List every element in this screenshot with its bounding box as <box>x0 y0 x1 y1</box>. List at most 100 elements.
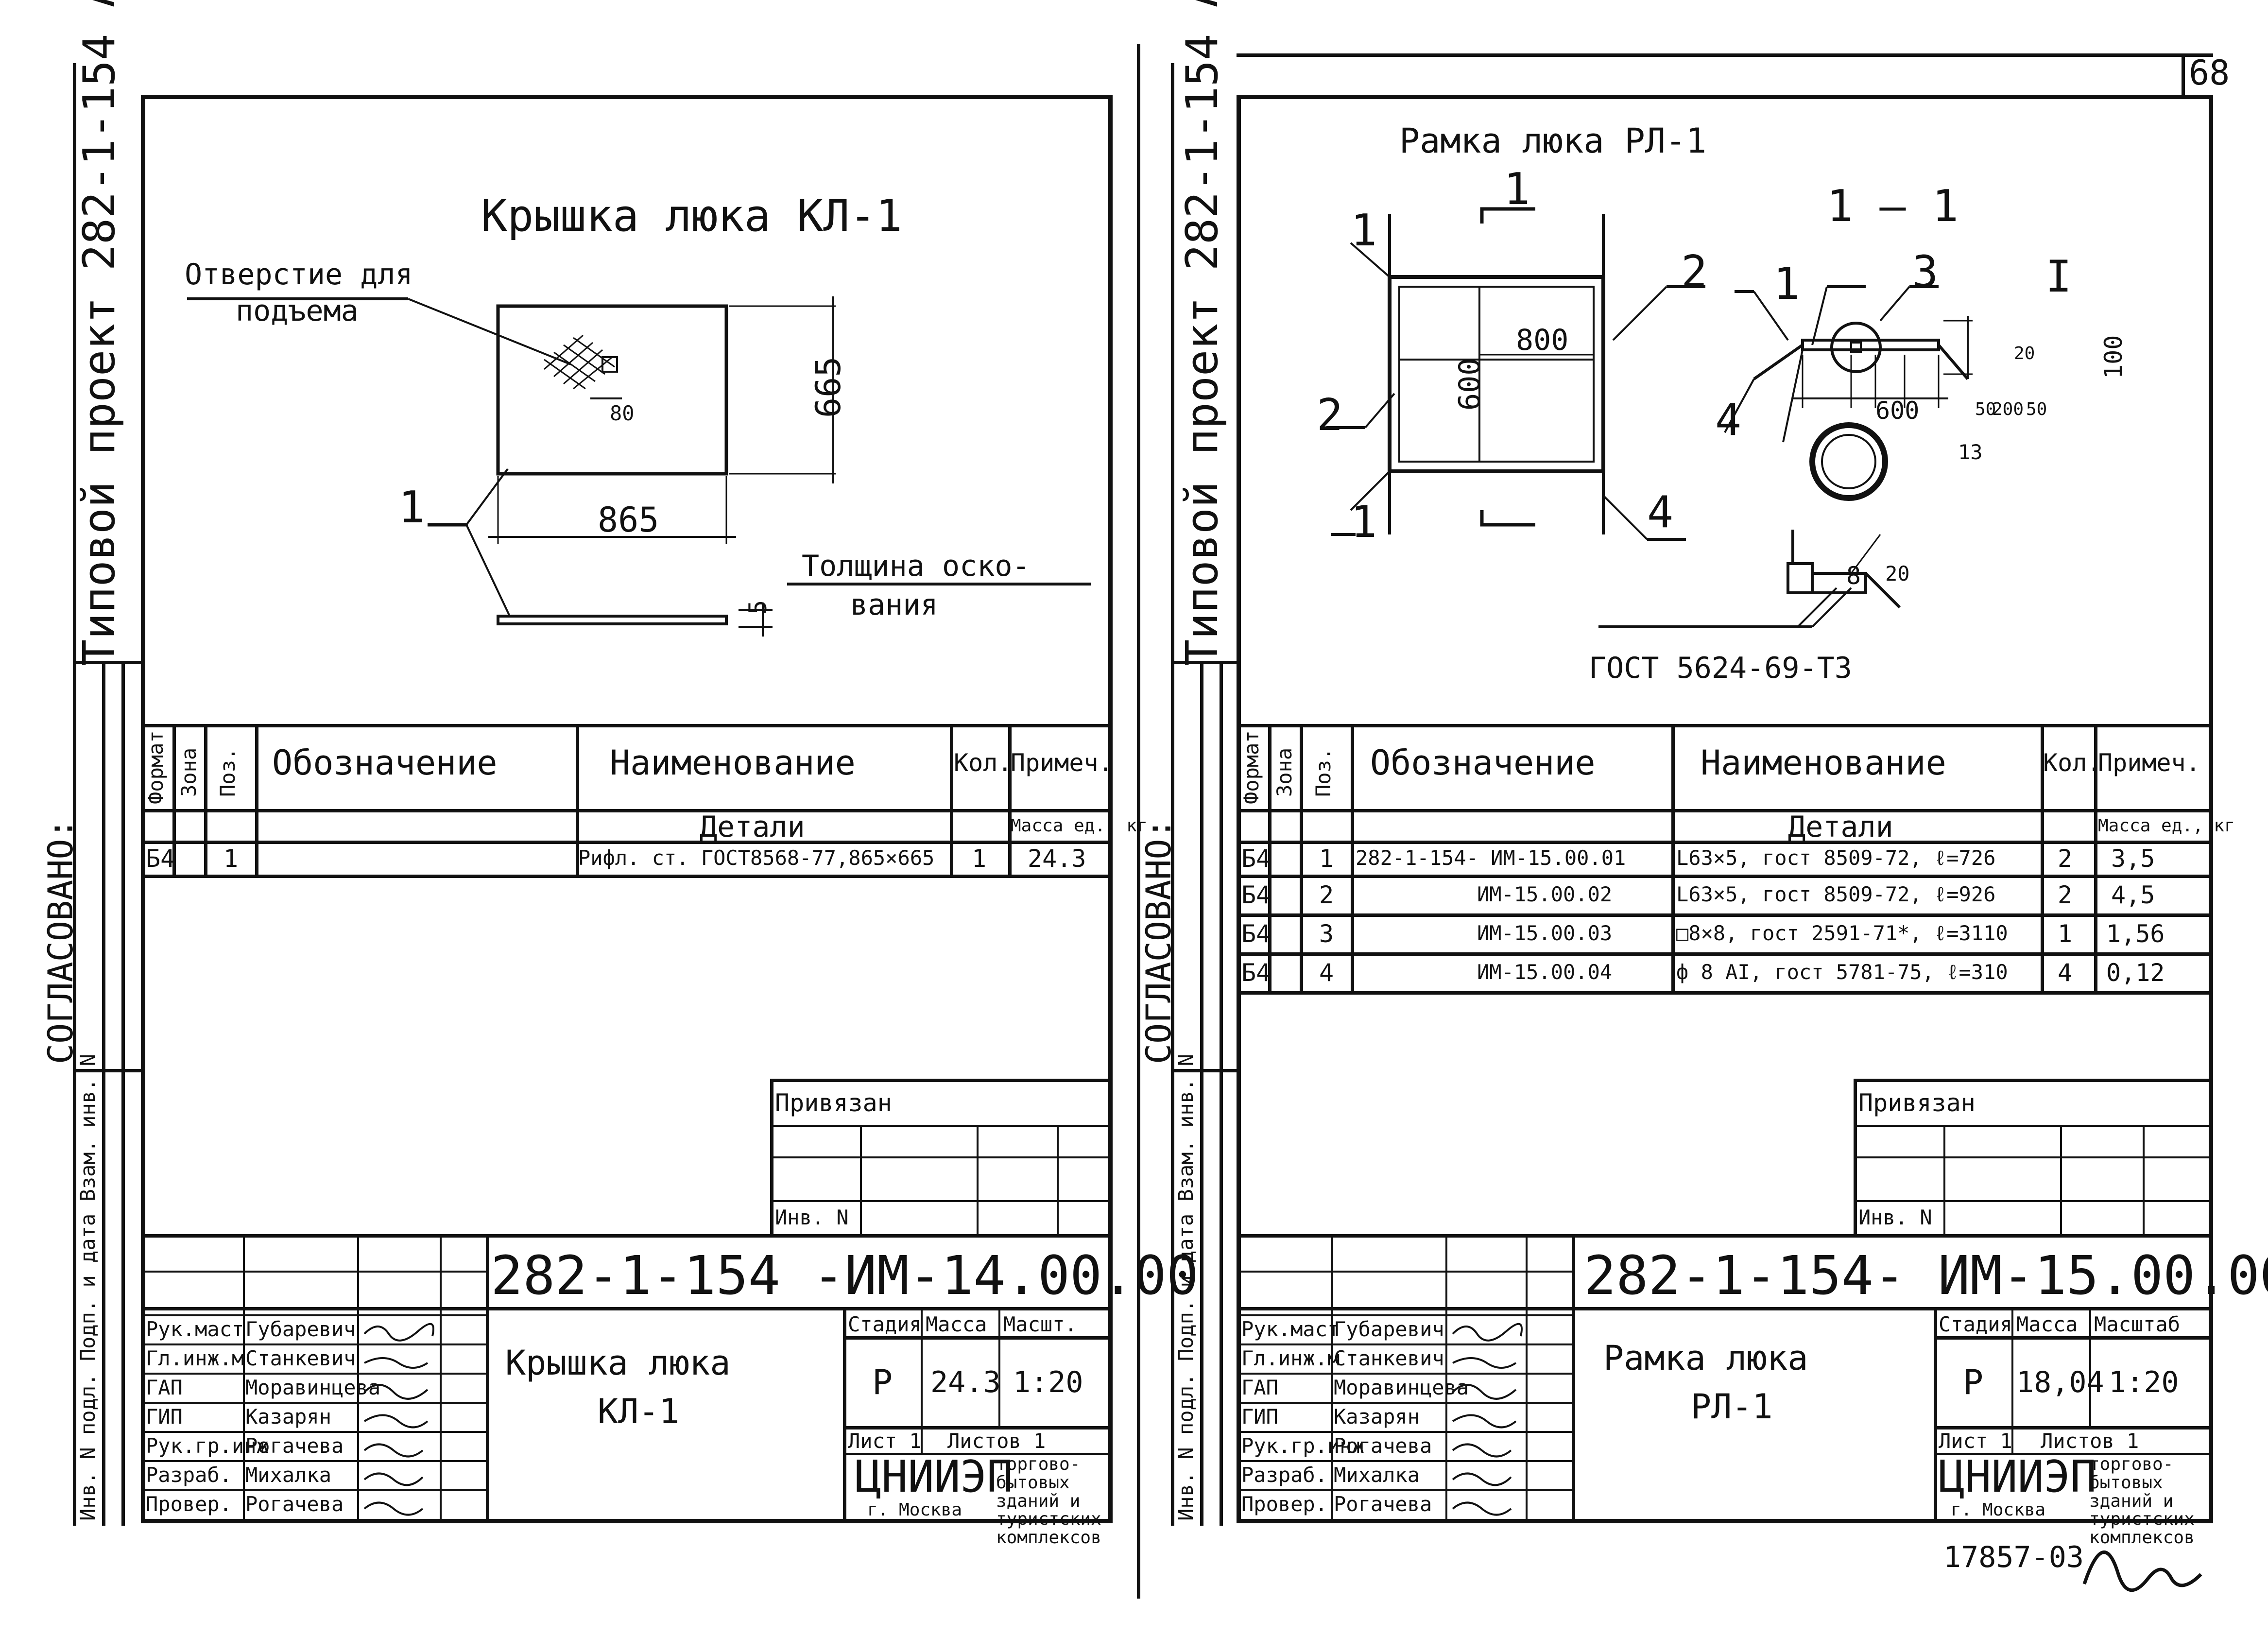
bottom-signature <box>2082 1550 2202 1592</box>
left-staff-name-3: Казарян <box>245 1405 332 1429</box>
left-staff-role-1: Гл.инж.м <box>146 1346 244 1370</box>
right-staff-name-4: Рогачева <box>1334 1434 1432 1458</box>
left-dim-hole: 80 <box>610 401 635 425</box>
right-side-title: Типовой проект 282-1-154 Альбом III <box>1177 0 1228 666</box>
right-code: 282-1-154- ИМ-15.00.00 <box>1584 1244 2268 1307</box>
right-side-stamp: Инв. N подл. Подп. и дата Взам. инв. N <box>1174 1054 1198 1521</box>
left-hole-label-2: подъема <box>236 294 359 328</box>
left-margin-line <box>73 63 76 1526</box>
right-mass: 18,04 <box>2016 1365 2104 1399</box>
left-lid-drawing <box>187 296 1091 637</box>
left-th-name: Наименование <box>610 743 856 783</box>
right-signatures <box>1452 1323 1523 1516</box>
right-margin-h2 <box>1171 1069 1237 1072</box>
right-weld-20: 20 <box>1885 562 1910 586</box>
right-th-designation: Обозначение <box>1370 743 1596 783</box>
right-row2-qty: 2 <box>2058 881 2073 909</box>
right-row2-format: Б4 <box>1241 881 1271 909</box>
right-scale-label: Масштаб <box>2094 1312 2181 1336</box>
left-th-pos: Поз. <box>216 747 240 797</box>
right-staff-name-5: Михалка <box>1334 1463 1420 1487</box>
right-row2-pos: 2 <box>1319 881 1334 909</box>
right-margin-h <box>1171 661 1237 664</box>
left-tb-name-1: Крышка люка <box>505 1343 731 1383</box>
right-org-city: г. Москва <box>1951 1500 2046 1520</box>
right-marker-1b: 1 <box>1504 164 1530 215</box>
left-code: 282-1-154 -ИМ-14.00.00 <box>491 1244 1199 1307</box>
left-th-designation: Обозначение <box>272 743 498 783</box>
left-dim-width: 865 <box>598 500 659 540</box>
right-th-name: Наименование <box>1701 743 1946 783</box>
left-scale: 1:20 <box>1013 1365 1083 1399</box>
right-stage: Р <box>1963 1362 1984 1402</box>
left-row1-note: 24.3 <box>1028 844 1086 873</box>
left-side-stamp: Инв. N подл. Подп. и дата Взам. инв. N <box>76 1054 100 1521</box>
right-staff-name-6: Рогачева <box>1334 1492 1432 1516</box>
left-staff-role-5: Разраб. <box>146 1463 232 1487</box>
right-side-agreed: СОГЛАСОВАНО: <box>1139 818 1179 1064</box>
left-stage-label: Стадия <box>848 1312 922 1336</box>
right-spec-mass-label: Масса ед., кг <box>2098 816 2235 836</box>
right-row3-designation: ИМ-15.00.03 <box>1477 921 1613 945</box>
right-staff-role-1: Гл.инж.м <box>1241 1346 1340 1370</box>
right-marker-2b: 2 <box>1681 246 1708 297</box>
right-org: ЦНИИЭП <box>1939 1451 2097 1502</box>
right-marker-1a: 1 <box>1351 205 1377 256</box>
right-dim-50b: 50 <box>2026 399 2047 419</box>
left-th-qty: Кол. <box>954 749 1013 777</box>
right-th-qty: Кол. <box>2043 749 2102 777</box>
right-marker-4a: 4 <box>1647 487 1674 538</box>
right-marker-3: 3 <box>1912 246 1939 297</box>
right-staff-role-0: Рук.маст <box>1241 1317 1340 1341</box>
right-inv-label: Инв. N <box>1858 1205 1932 1229</box>
right-scale: 1:20 <box>2109 1365 2179 1399</box>
right-row4-name: ф 8 AI, гост 5781-75, ℓ=310 <box>1676 960 2008 984</box>
left-th-zone: Зона <box>177 747 201 797</box>
right-staff-role-2: ГАП <box>1241 1376 1278 1399</box>
right-staff-role-3: ГИП <box>1241 1405 1278 1429</box>
right-row1-format: Б4 <box>1241 844 1271 873</box>
right-org-desc: торгово-бытовых зданий и туристских комп… <box>2089 1454 2195 1548</box>
right-th-format: Формат <box>1239 730 1263 804</box>
left-staff-name-4: Рогачева <box>245 1434 344 1458</box>
right-row1-designation: 282-1-154- ИМ-15.00.01 <box>1356 846 1626 870</box>
left-staff-name-2: Моравинцева <box>245 1376 381 1399</box>
left-side-title: Типовой проект 282-1-154 Альбом III <box>74 0 125 666</box>
right-th-note: Примеч. <box>2098 749 2200 777</box>
left-mass-label: Масса <box>926 1312 987 1336</box>
left-row1-qty: 1 <box>972 844 987 873</box>
left-dim-height: 665 <box>808 356 848 418</box>
right-staff-name-3: Казарян <box>1334 1405 1420 1429</box>
right-spec-section: Детали <box>1788 810 1893 844</box>
right-weld-8: 8 <box>1846 562 1861 590</box>
sheet-separator <box>1137 44 1140 1599</box>
right-marker-1d: 1 <box>1773 258 1800 310</box>
right-top-line <box>1237 53 2213 57</box>
right-staff-name-1: Станкевич <box>1334 1346 1444 1370</box>
right-row4-pos: 4 <box>1319 959 1334 987</box>
left-dim-thickness: 5 <box>744 600 772 615</box>
right-row3-qty: 1 <box>2058 920 2073 948</box>
right-dim-600: 600 <box>1875 396 1920 425</box>
left-thickness-label-1: Толщина оско- <box>802 549 1030 583</box>
page-number: 68 <box>2189 53 2230 93</box>
right-mass-label: Масса <box>2016 1312 2078 1336</box>
right-row3-name: □8×8, гост 2591-71*, ℓ=3110 <box>1676 921 2008 945</box>
left-side-agreed: СОГЛАСОВАНО: <box>41 818 81 1064</box>
right-row4-note: 0,12 <box>2106 959 2165 987</box>
left-staff-role-2: ГАП <box>146 1376 183 1399</box>
right-dim-100: 100 <box>2099 335 2128 379</box>
right-staff-name-2: Моравинцева <box>1334 1376 1469 1399</box>
right-dim-200: 200 <box>1992 399 2024 419</box>
left-row1-format: Б4 <box>146 844 175 873</box>
right-sheet-label: Лист 1 <box>1939 1429 2012 1453</box>
left-drawing-title: Крышка люка КЛ-1 <box>481 190 902 241</box>
left-staff-role-6: Провер. <box>146 1492 232 1516</box>
left-staff-name-0: Губаревич <box>245 1317 356 1341</box>
right-frame-drawing <box>1326 207 1973 628</box>
right-bound-label: Привязан <box>1858 1089 1976 1117</box>
right-marker-4b: 4 <box>1715 395 1742 446</box>
right-drawing-title: Рамка люка РЛ-1 <box>1399 121 1707 161</box>
left-hole-label-1: Отверстие для <box>185 258 413 292</box>
left-margin-h <box>73 661 141 664</box>
